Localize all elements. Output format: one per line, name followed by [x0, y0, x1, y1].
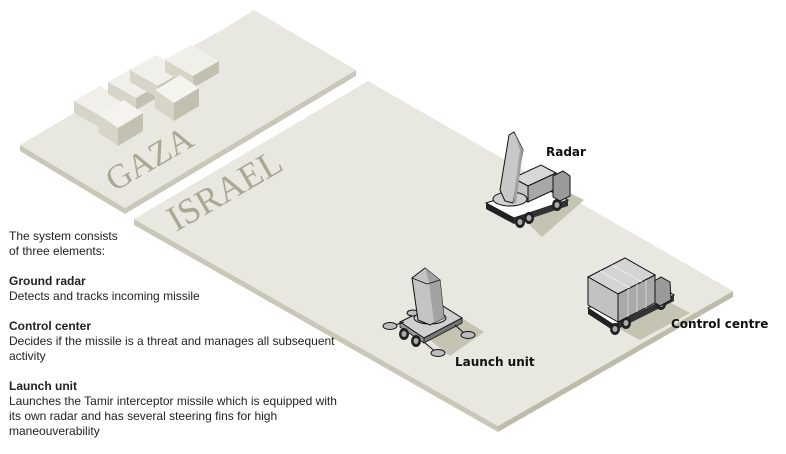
legend-item-description: Decides if the missile is a threat and m…: [9, 334, 335, 363]
legend-intro-line: of three elements:: [9, 244, 106, 258]
legend-item-title: Launch unit: [9, 379, 77, 393]
legend-item-launch-unit: Launch unit Launches the Tamir intercept…: [9, 379, 349, 439]
building: [155, 75, 199, 121]
radar-vehicle: Radar: [484, 131, 586, 237]
legend-intro: The system consists of three elements:: [9, 229, 349, 259]
legend-item-title: Ground radar: [9, 274, 86, 288]
control-centre-label: Control centre: [671, 317, 768, 331]
legend-panel: The system consists of three elements: G…: [9, 229, 349, 454]
israel-slab-side-right: [498, 291, 733, 432]
legend-item-ground-radar: Ground radar Detects and tracks incoming…: [9, 274, 349, 304]
israel-slab-top: [134, 81, 733, 426]
gaza-buildings: [74, 45, 219, 146]
radar-label: Radar: [546, 145, 586, 159]
legend-item-description: Detects and tracks incoming missile: [9, 289, 200, 303]
israel-slab-side-left: [134, 219, 498, 432]
launch-unit-label: Launch unit: [455, 355, 535, 369]
shadow: [430, 318, 484, 356]
launch-unit-vehicle: Launch unit: [382, 267, 535, 369]
legend-item-control-center: Control center Decides if the missile is…: [9, 319, 349, 364]
legend-intro-line: The system consists: [9, 229, 118, 243]
shadow: [612, 297, 690, 340]
building: [99, 100, 143, 146]
control-centre-vehicle: Control centre: [586, 257, 768, 340]
legend-item-description: Launches the Tamir interceptor missile w…: [9, 394, 337, 438]
legend-item-title: Control center: [9, 319, 92, 333]
outrigger-pads: [382, 307, 476, 357]
